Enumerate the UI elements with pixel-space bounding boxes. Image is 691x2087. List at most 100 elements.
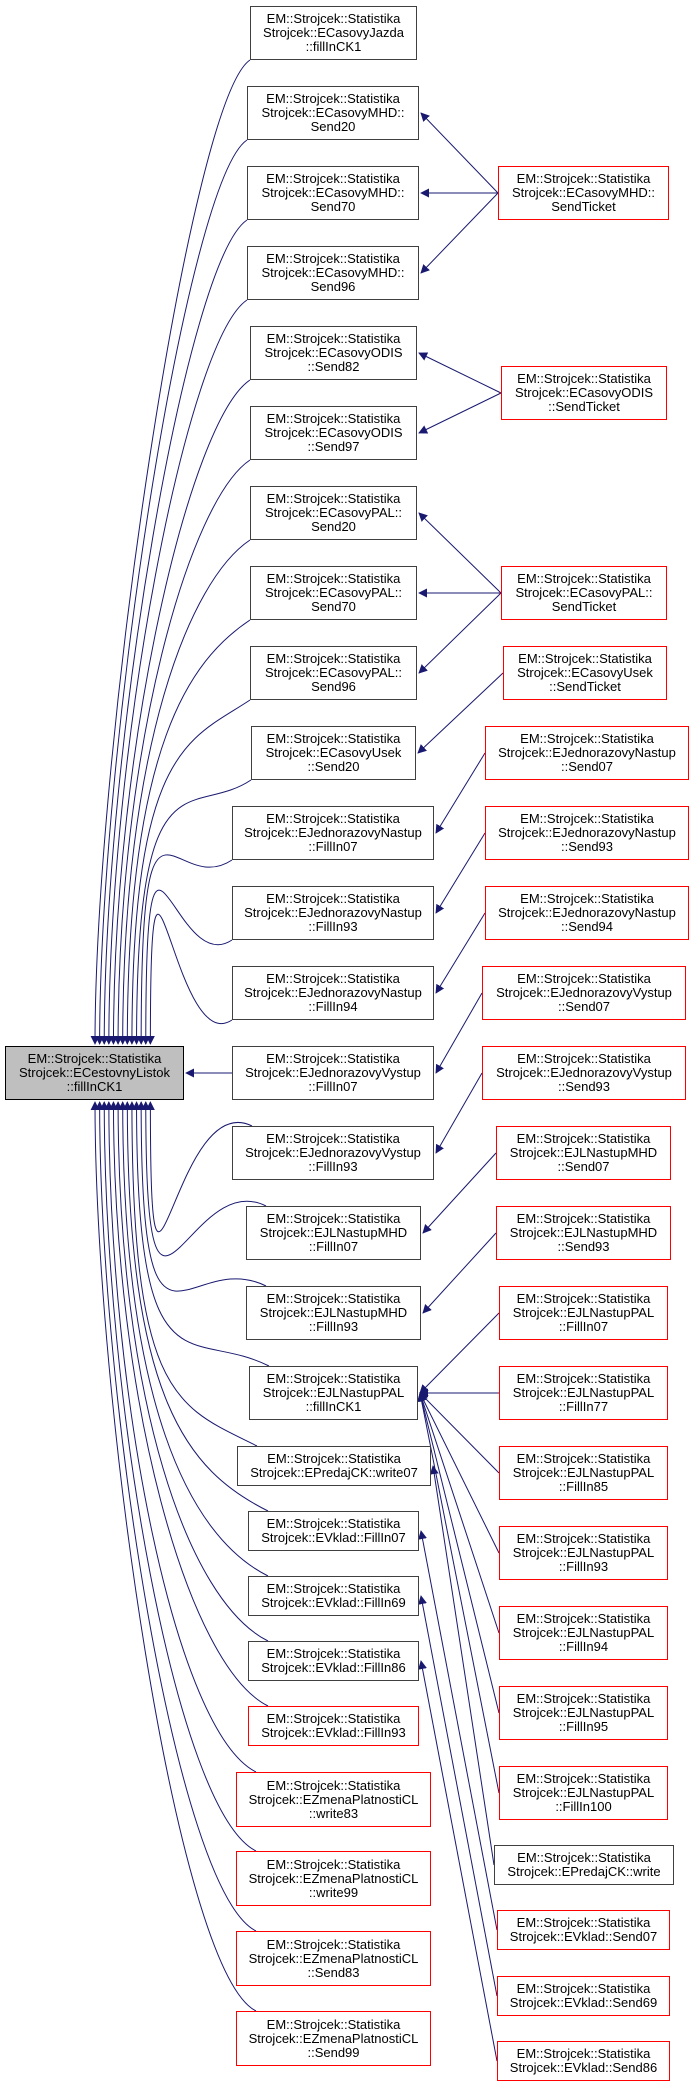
edge-predaj-write-to-predaj-write07 (429, 1465, 495, 1866)
node-label-line: Strojcek::EVklad::FillIn86 (261, 1660, 406, 1675)
edge-zmena-write83-to-root (104, 1101, 257, 1773)
node-label-line: ::Send83 (307, 1964, 360, 1980)
edge-odis-sendticket-to-odis-send97 (418, 392, 502, 434)
node-label-line: EM::Strojcek::Statistika (517, 1850, 651, 1865)
node-label-line: EM::Strojcek::Statistika (516, 1915, 651, 1930)
node-label-line: Strojcek::ECasovyPAL:: (264, 505, 403, 520)
node-label-line: EM::Strojcek::Statistika (266, 1711, 401, 1726)
edge-jv-send07-to-jv-fill07 (435, 992, 483, 1074)
node-label-line: Strojcek::ECasovyODIS (264, 345, 403, 360)
node-label-line: EM::Strojcek::Statistika (516, 2046, 651, 2061)
node-label-line: EM::Strojcek::Statistika (516, 1291, 651, 1306)
node-label-line: ::Send97 (307, 439, 360, 454)
node-label-line: ::FillIn93 (308, 919, 358, 934)
node-label-line: EM::Strojcek::Statistika (516, 1611, 651, 1626)
node-label-line: EM::Strojcek::Statistika (266, 1211, 401, 1226)
node-label-line: EM::Strojcek::Statistika (266, 91, 400, 106)
node-label-line: EM::Strojcek::Statistika (266, 1516, 401, 1531)
edge-mhd-send96-to-root (104, 299, 248, 1045)
node-label-line: EM::Strojcek::Statistika (266, 491, 401, 506)
edge-jlmhd-fill93-to-root (136, 1101, 267, 1292)
edge-pal-sendticket-to-pal-send96 (418, 592, 502, 674)
node-label-line: EM::Strojcek::Statistika (516, 1451, 651, 1466)
edge-jlpal-fill93-to-jlpal-fillInCK1 (419, 1392, 500, 1554)
edge-vklad-fill69-to-root (118, 1101, 269, 1577)
node-label-line: Strojcek::EJednorazovyNastup (244, 985, 422, 1000)
node-label-line: Send20 (311, 519, 356, 534)
edge-vklad-fill93-to-root (108, 1101, 269, 1707)
node-label-line: Strojcek::EJLNastupPAL (512, 1465, 655, 1480)
node-label-line: EM::Strojcek::Statistika (516, 1131, 651, 1146)
edge-mhd-sendticket-to-mhd-send20 (420, 112, 499, 194)
edge-pal-send70-to-root (122, 619, 251, 1045)
edge-jv-fill93-to-root (145, 1101, 253, 1233)
node-label-line: EM::Strojcek::Statistika (266, 1581, 401, 1596)
node-label-line: EM::Strojcek::Statistika (266, 1936, 401, 1952)
node-label-line: ::FillIn94 (558, 1639, 609, 1654)
node-label-line: Strojcek::EVklad::FillIn69 (261, 1595, 406, 1610)
node-label-line: EM::Strojcek::Statistika (266, 2016, 401, 2032)
node-label-line: Strojcek::ECasovyODIS (264, 425, 403, 440)
node-label-line: EM::Strojcek::Statistika (517, 971, 651, 986)
node-label-line: Strojcek::EJednorazovyNastup (244, 905, 422, 920)
node-label-line: EM::Strojcek::Statistika (520, 811, 654, 826)
edge-zmena-send99-to-root (90, 1101, 257, 2012)
edge-jn-send07-to-jn-fill07 (435, 752, 486, 834)
node-label-line: EM::Strojcek::Statistika (516, 1531, 651, 1546)
edge-jlmhd-send07-to-jlmhd-fill07 (422, 1152, 497, 1234)
node-label-line: Strojcek::ECasovyUsek (265, 745, 402, 760)
edge-jlpal-fillInCK1-to-root (132, 1101, 270, 1367)
node-label-line: EM::Strojcek::Statistika (266, 331, 401, 346)
node-label-line: Strojcek::EJednorazovyNastup (244, 825, 422, 840)
